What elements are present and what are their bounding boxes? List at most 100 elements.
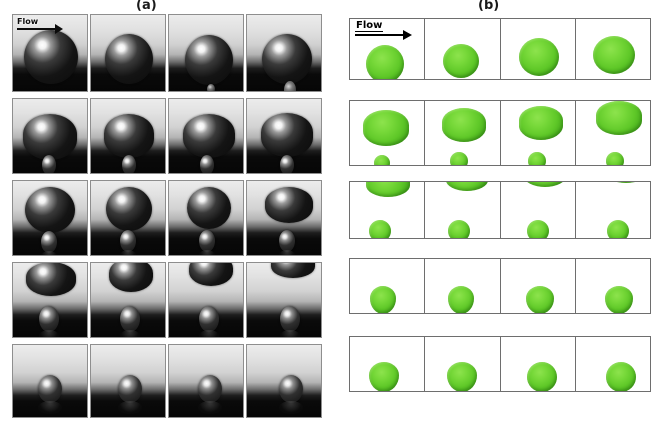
photo-frame bbox=[168, 344, 244, 418]
panel-a-experimental-photographs: Flow bbox=[12, 14, 322, 420]
simulated-bubble bbox=[518, 106, 563, 140]
bubble-reflection bbox=[118, 401, 142, 414]
simulation-frame bbox=[350, 182, 426, 238]
photo-row bbox=[12, 262, 322, 338]
simulated-bubble bbox=[447, 362, 478, 391]
simulation-frame bbox=[350, 337, 426, 391]
simulation-frame bbox=[575, 182, 650, 238]
simulation-frame bbox=[350, 101, 426, 165]
simulated-bubble bbox=[527, 152, 546, 165]
simulation-row bbox=[349, 100, 651, 166]
simulation-frame bbox=[500, 259, 576, 313]
photo-frame bbox=[90, 14, 166, 92]
simulated-bubble bbox=[369, 220, 391, 238]
experimental-bubble bbox=[185, 35, 233, 85]
bubble-reflection bbox=[41, 251, 57, 255]
simulated-bubble bbox=[592, 36, 635, 74]
experimental-bubble bbox=[189, 263, 233, 286]
experimental-bubble bbox=[106, 187, 152, 231]
photo-frame bbox=[90, 180, 166, 256]
flow-arrowhead-icon-b bbox=[403, 30, 412, 40]
experimental-bubble bbox=[261, 113, 313, 157]
simulation-frame bbox=[350, 19, 426, 79]
photo-frame bbox=[168, 14, 244, 92]
simulation-row bbox=[349, 336, 651, 392]
photo-row bbox=[12, 98, 322, 174]
experimental-bubble bbox=[271, 263, 315, 278]
simulated-bubble bbox=[606, 220, 629, 238]
simulated-bubble bbox=[605, 152, 624, 165]
simulation-frame bbox=[500, 19, 576, 79]
photo-frame bbox=[12, 180, 88, 256]
simulated-bubble bbox=[374, 155, 390, 165]
photo-frame bbox=[12, 262, 88, 338]
experimental-bubble bbox=[122, 155, 136, 173]
bubble-reflection bbox=[199, 330, 219, 337]
experimental-bubble bbox=[109, 263, 153, 292]
photo-frame bbox=[90, 262, 166, 338]
photo-row bbox=[12, 180, 322, 256]
photo-frame bbox=[246, 344, 322, 418]
bubble-reflection bbox=[279, 401, 303, 414]
simulated-bubble bbox=[448, 220, 471, 238]
experimental-bubble bbox=[279, 230, 295, 252]
flow-arrow-annotation-a: Flow bbox=[16, 17, 72, 35]
simulated-bubble bbox=[518, 38, 559, 76]
simulation-frame bbox=[425, 19, 501, 79]
simulated-bubble bbox=[605, 362, 636, 391]
bubble-reflection bbox=[120, 330, 140, 337]
simulated-bubble bbox=[448, 286, 475, 313]
experimental-bubble bbox=[42, 155, 56, 173]
bubble-reflection bbox=[280, 330, 300, 337]
simulated-bubble bbox=[366, 45, 404, 79]
simulated-bubble bbox=[363, 110, 409, 146]
bubble-reflection bbox=[198, 401, 222, 414]
photo-frame bbox=[168, 98, 244, 174]
simulation-frame bbox=[500, 337, 576, 391]
simulation-frame bbox=[500, 101, 576, 165]
photo-row bbox=[12, 14, 322, 92]
experimental-bubble bbox=[199, 306, 219, 332]
simulated-bubble bbox=[526, 220, 549, 238]
experimental-bubble bbox=[200, 155, 214, 173]
experimental-bubble bbox=[105, 34, 153, 84]
bubble-reflection bbox=[200, 173, 214, 174]
experimental-bubble bbox=[41, 231, 57, 253]
simulated-bubble bbox=[450, 152, 469, 165]
photo-frame bbox=[90, 344, 166, 418]
experimental-bubble bbox=[265, 187, 313, 223]
simulation-frame bbox=[575, 101, 650, 165]
experimental-bubble bbox=[39, 306, 59, 332]
photo-row bbox=[12, 344, 322, 418]
bubble-reflection bbox=[38, 401, 62, 414]
bubble-reflection bbox=[122, 173, 136, 174]
simulated-bubble bbox=[525, 286, 554, 313]
bubble-reflection bbox=[199, 250, 215, 255]
flow-line-b bbox=[355, 34, 405, 36]
experimental-bubble bbox=[187, 187, 231, 229]
experimental-bubble bbox=[198, 375, 222, 403]
bubble-reflection bbox=[42, 173, 56, 174]
simulated-bubble bbox=[595, 101, 642, 135]
experimental-bubble bbox=[279, 375, 303, 403]
simulation-frame bbox=[425, 259, 501, 313]
simulated-bubble bbox=[366, 182, 410, 197]
flow-label-b: Flow bbox=[356, 20, 383, 31]
experimental-bubble bbox=[207, 84, 215, 91]
simulated-bubble bbox=[526, 362, 557, 391]
experimental-bubble bbox=[280, 306, 300, 332]
experimental-bubble bbox=[118, 375, 142, 403]
simulation-frame bbox=[425, 101, 501, 165]
flow-label-a: Flow bbox=[17, 17, 39, 26]
experimental-bubble bbox=[120, 230, 136, 252]
experimental-bubble bbox=[23, 114, 77, 160]
bubble-reflection bbox=[280, 173, 294, 174]
panel-b-simulation-results: Flow bbox=[349, 18, 651, 416]
panel-a-caption: (a) bbox=[136, 0, 157, 13]
photo-frame bbox=[168, 180, 244, 256]
experimental-bubble bbox=[280, 155, 294, 173]
simulation-frame bbox=[575, 19, 650, 79]
simulation-row bbox=[349, 258, 651, 314]
simulation-frame bbox=[500, 182, 576, 238]
